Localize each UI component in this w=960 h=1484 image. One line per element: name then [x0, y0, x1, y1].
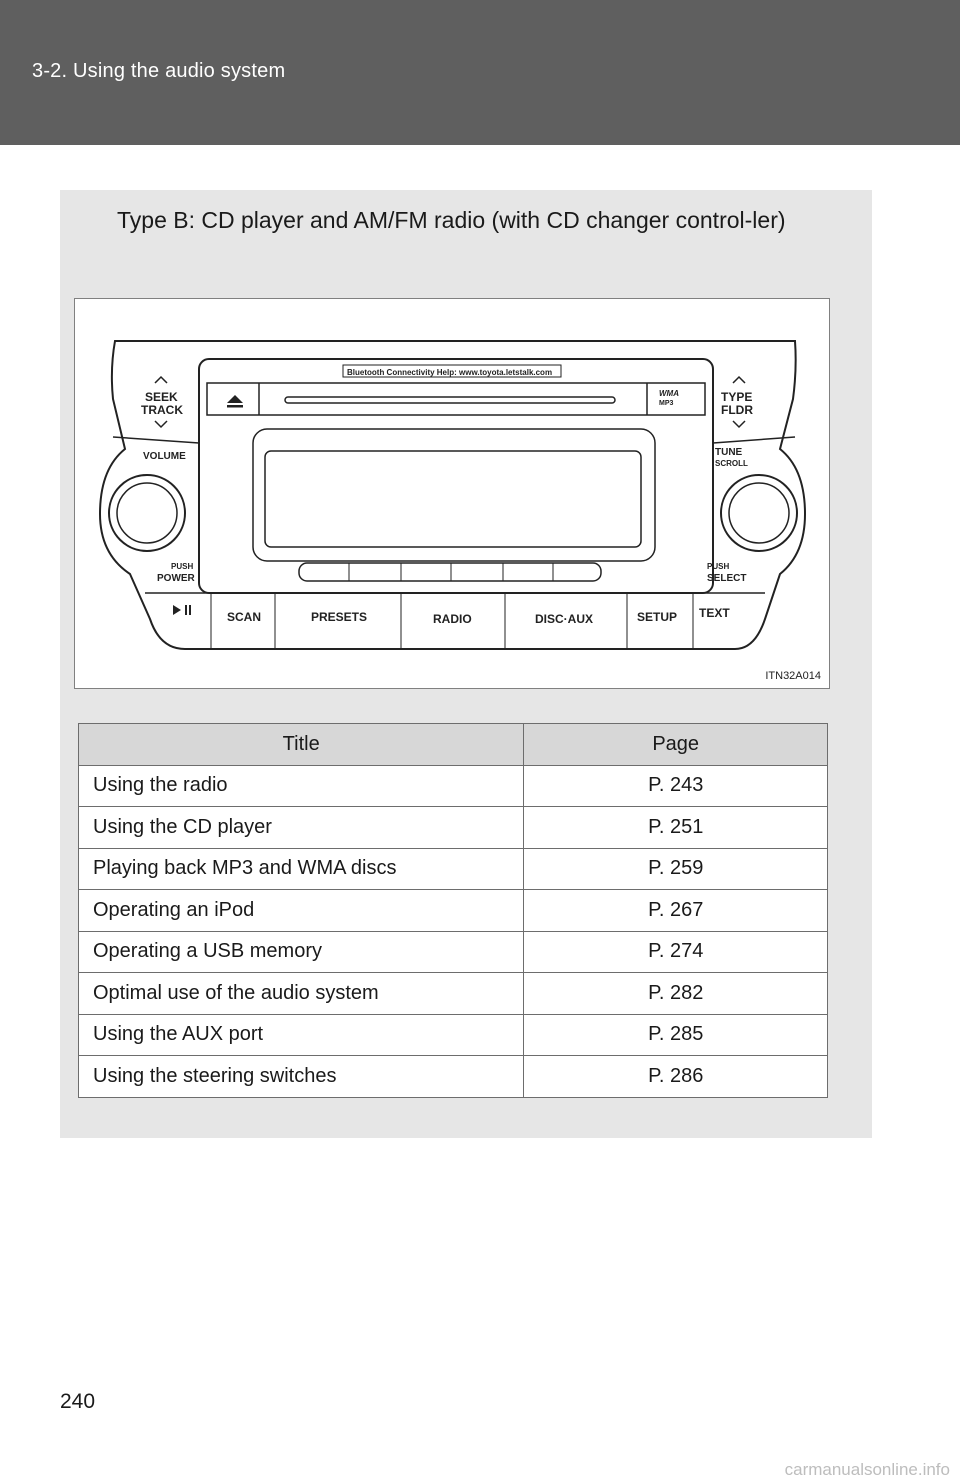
row-page: P. 267: [523, 889, 828, 932]
row-title: Using the steering switches: [77, 1055, 525, 1098]
type-label: TYPE: [721, 390, 752, 404]
reference-table: Title Page Using the radio P. 243 Using …: [77, 723, 828, 1098]
push-left-label: PUSH: [171, 562, 193, 571]
bezel-outline: [98, 340, 807, 650]
table-row: Operating a USB memory P. 274: [77, 930, 828, 973]
header-bar: 3-2. Using the audio system: [0, 0, 960, 145]
row-page: P. 282: [523, 972, 828, 1015]
row-title: Using the CD player: [77, 806, 525, 849]
select-label: SELECT: [707, 573, 746, 584]
section-title: 3-2. Using the audio system: [32, 60, 286, 82]
setup-button[interactable]: SETUP: [637, 610, 677, 624]
play-pause-icon[interactable]: [173, 605, 181, 615]
scroll-label: SCROLL: [715, 459, 748, 468]
push-right-label: PUSH: [707, 562, 729, 571]
display-screen: [264, 450, 642, 548]
row-page: P. 259: [523, 847, 828, 890]
table-row: Operating an iPod P. 267: [77, 889, 828, 932]
row-title: Operating an iPod: [77, 889, 525, 932]
table-row: Using the CD player P. 251: [77, 806, 828, 849]
volume-knob[interactable]: [108, 474, 186, 552]
cd-slot-row: [206, 382, 706, 416]
presets-button[interactable]: PRESETS: [311, 610, 367, 624]
eject-icon[interactable]: [227, 395, 243, 403]
text-button[interactable]: TEXT: [699, 606, 730, 620]
watermark: carmanualsonline.info: [784, 1460, 950, 1479]
bluetooth-strip: [342, 364, 562, 378]
audio-unit-figure: Bluetooth Connectivity Help: www.toyota.…: [74, 298, 830, 689]
center-unit: [198, 358, 714, 594]
display-bezel: [252, 428, 656, 562]
preset-buttons[interactable]: [298, 562, 602, 582]
table-header-row: Title Page: [77, 723, 828, 766]
cd-slot: [284, 396, 616, 404]
intro-text: Type B: CD player and AM/FM radio (with …: [117, 207, 786, 233]
row-page: P. 243: [523, 764, 828, 807]
column-header-title: Title: [77, 723, 525, 766]
table-row: Using the steering switches P. 286: [77, 1055, 828, 1098]
row-page: P. 251: [523, 806, 828, 849]
row-title: Optimal use of the audio system: [77, 972, 525, 1015]
page-number: 240: [60, 1390, 96, 1413]
track-label: TRACK: [141, 403, 183, 417]
scan-button[interactable]: SCAN: [227, 610, 261, 624]
mp3-logo: MP3: [659, 400, 674, 407]
radio-button[interactable]: RADIO: [433, 612, 472, 626]
row-page: P. 286: [523, 1055, 828, 1098]
row-page: P. 274: [523, 930, 828, 973]
audio-unit-illustration: Bluetooth Connectivity Help: www.toyota.…: [98, 340, 807, 650]
column-header-page: Page: [523, 723, 828, 766]
row-title: Operating a USB memory: [77, 930, 525, 973]
volume-label: VOLUME: [143, 451, 186, 462]
table-row: Using the radio P. 243: [77, 764, 828, 807]
disc-aux-button[interactable]: DISC·AUX: [535, 612, 593, 626]
tune-knob[interactable]: [720, 474, 798, 552]
seek-label: SEEK: [145, 390, 178, 404]
row-title: Playing back MP3 and WMA discs: [77, 847, 525, 890]
seek-down-icon[interactable]: [154, 420, 168, 429]
seek-up-icon[interactable]: [154, 375, 168, 384]
figure-id: ITN32A014: [765, 670, 821, 682]
power-label: POWER: [157, 573, 196, 584]
type-down-icon[interactable]: [732, 420, 746, 429]
row-page: P. 285: [523, 1013, 828, 1056]
table-row: Using the AUX port P. 285: [77, 1013, 828, 1056]
fldr-label: FLDR: [721, 403, 753, 417]
bluetooth-strip-text: Bluetooth Connectivity Help: www.toyota.…: [347, 368, 552, 377]
row-title: Using the AUX port: [77, 1013, 525, 1056]
table-row: Optimal use of the audio system P. 282: [77, 972, 828, 1015]
wma-logo: WMA: [659, 389, 679, 398]
table-row: Playing back MP3 and WMA discs P. 259: [77, 847, 828, 890]
type-up-icon[interactable]: [732, 375, 746, 384]
tune-label: TUNE: [715, 447, 743, 458]
row-title: Using the radio: [77, 764, 525, 807]
